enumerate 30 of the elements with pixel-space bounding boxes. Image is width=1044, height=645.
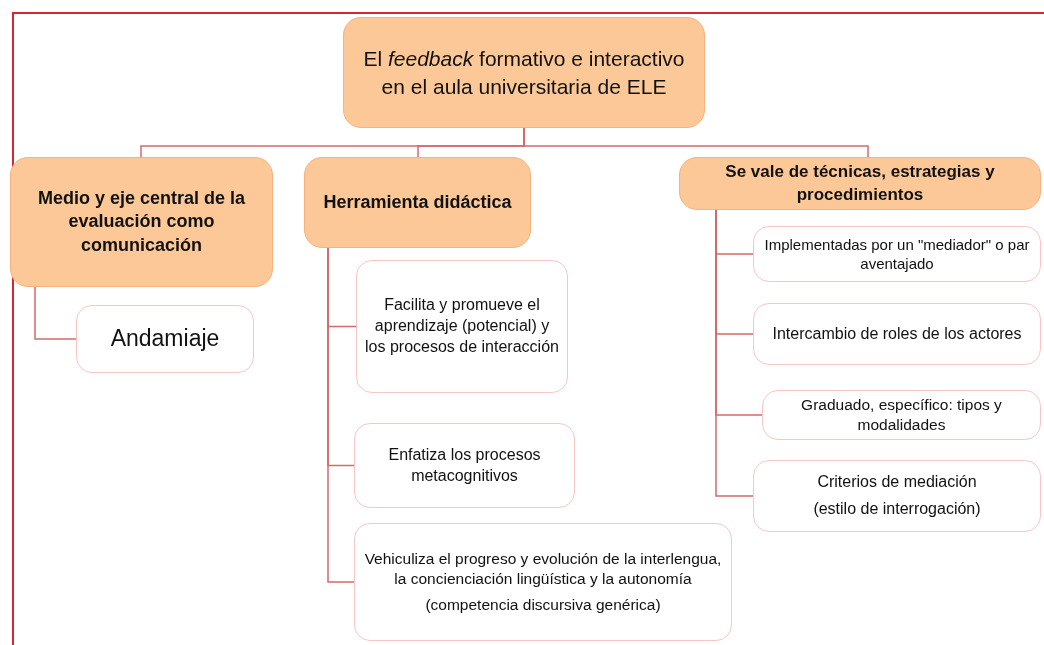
- detail-box: [354, 423, 575, 508]
- node-text: Se vale de técnicas, estrategias y procedimientos: [724, 161, 996, 206]
- node-text: Implementadas por un "mediador" o par aventajado: [763, 234, 1031, 274]
- connector-line: [327, 247, 355, 583]
- topic-box: [10, 157, 273, 287]
- node-text: Herramienta didáctica: [323, 190, 512, 214]
- detail-box: [762, 390, 1041, 440]
- connector-line: [715, 209, 754, 497]
- node-text: Criterios de mediación: [817, 472, 977, 493]
- detail-box: [356, 260, 568, 393]
- node-text: (estilo de interrogación): [813, 499, 981, 519]
- node-text: Medio y eje central de la evaluación como comunicación: [36, 186, 247, 257]
- topic-box: [679, 157, 1041, 210]
- node-text: Intercambio de roles de los actores: [772, 323, 1022, 344]
- detail-box: [753, 303, 1041, 365]
- detail-box: [753, 226, 1041, 282]
- node-text: Graduado, específico: tipos y modalidades: [800, 394, 1003, 435]
- detail-box: [753, 460, 1041, 532]
- topic-box: [343, 17, 705, 128]
- node-text: Vehiculiza el progreso y evolución de la interlengua, la concienciación lingüística y la autonomía: [363, 548, 723, 589]
- node-text: Facilita y promueve el aprendizaje (potencial) y los procesos de interacción: [364, 295, 560, 357]
- topic-box: [304, 157, 531, 248]
- connector-line: [523, 127, 869, 158]
- detail-box: [354, 523, 732, 641]
- node-text: (competencia discursiva genérica): [425, 595, 661, 616]
- node-text: El feedback formativo e interactivo en el aula universitaria de ELE: [362, 46, 686, 100]
- node-text: Andamiaje: [110, 324, 220, 354]
- node-text: Enfatiza los procesos metacognitivos: [387, 444, 542, 486]
- connector-line: [34, 286, 77, 340]
- detail-box: [76, 305, 254, 373]
